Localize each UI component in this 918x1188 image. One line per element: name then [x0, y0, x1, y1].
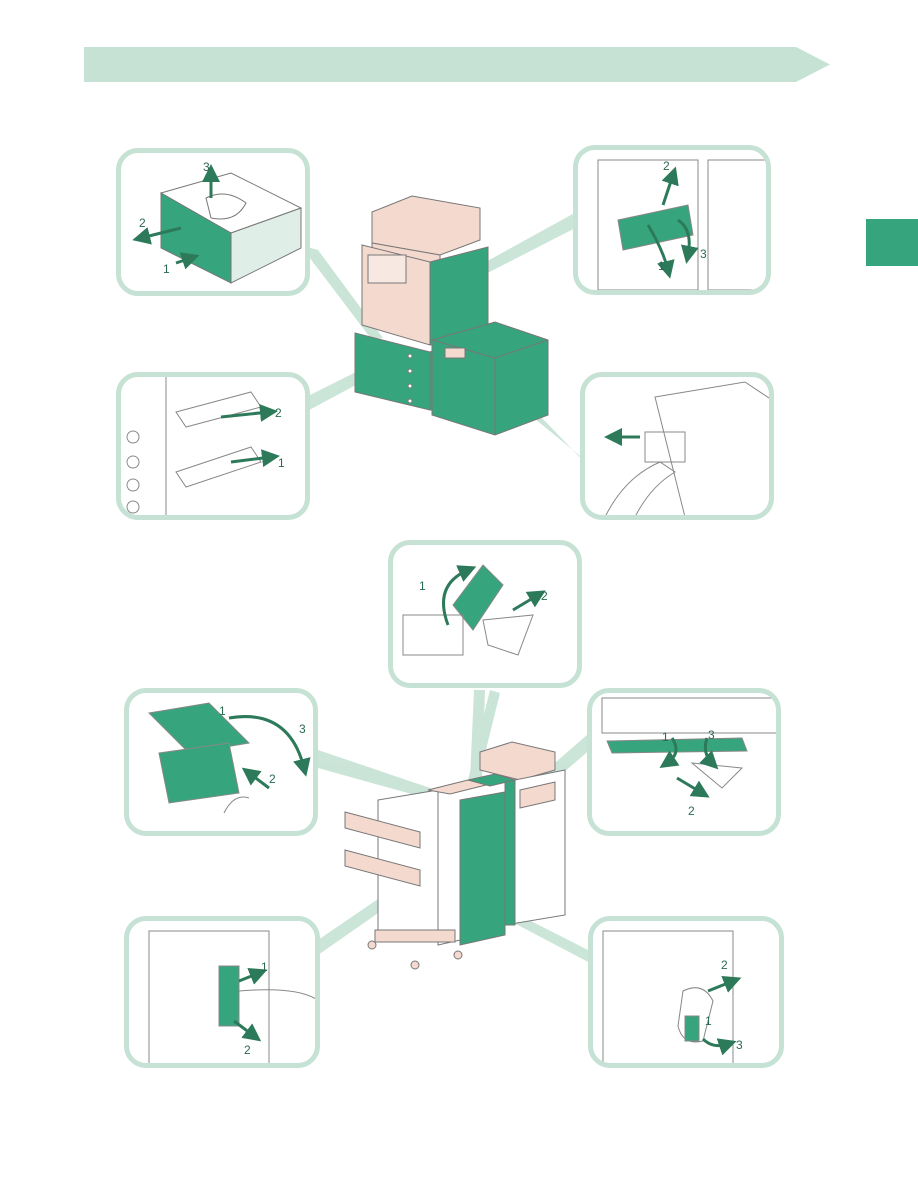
panel-fixing-unit: 2 1 3: [573, 145, 771, 295]
callout-1: 1: [163, 262, 170, 276]
callout-2: 2: [721, 958, 728, 972]
panel-lower-cassettes: 2 1: [116, 372, 310, 520]
callout-1: 1: [662, 730, 669, 744]
panel-finisher-front-left: 1 2: [124, 916, 320, 1068]
callout-3: 3: [736, 1038, 743, 1052]
panel-finisher-top-cover: 1 2 3: [124, 688, 318, 836]
callout-1: 1: [705, 1014, 712, 1028]
callout-1: 1: [261, 960, 268, 974]
callout-1: 1: [658, 259, 665, 273]
callout-3: 3: [708, 728, 715, 742]
callout-2: 2: [541, 589, 548, 603]
copier-main-unit: [355, 196, 548, 435]
callout-2: 2: [688, 804, 695, 818]
callout-2: 2: [269, 772, 276, 786]
callout-1: 1: [278, 456, 285, 470]
callout-3: 3: [700, 247, 707, 261]
panel-finisher-front-right: 2 1 3: [588, 916, 784, 1068]
callout-3: 3: [299, 722, 306, 736]
callout-2: 2: [139, 216, 146, 230]
panel-paper-deck: [580, 372, 774, 520]
callout-2: 2: [275, 406, 282, 420]
callout-2: 2: [663, 159, 670, 173]
panel-buffer-pass: 1 2 3: [587, 688, 781, 836]
panel-feeder-top: 1 2: [388, 540, 582, 688]
callout-1: 1: [419, 579, 426, 593]
callout-3: 3: [203, 160, 210, 174]
panel-cassette-top: 3 2 1: [116, 148, 310, 296]
callout-2: 2: [244, 1043, 251, 1057]
callout-1: 1: [219, 704, 226, 718]
